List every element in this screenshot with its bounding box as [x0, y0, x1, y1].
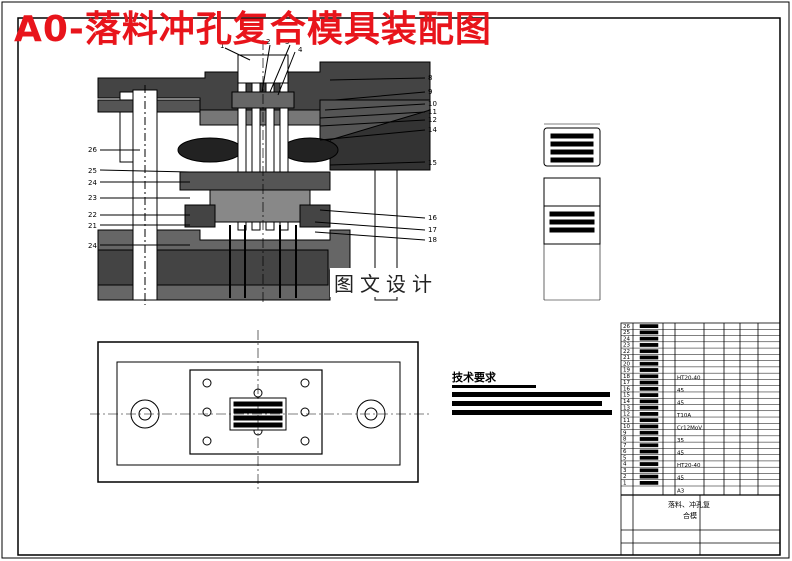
- part-detail-view: [543, 123, 601, 301]
- svg-text:24: 24: [88, 179, 97, 187]
- bom-row-number: 18: [623, 374, 630, 380]
- bom-material: 35: [677, 438, 684, 444]
- bom-material: Cr12MoV: [677, 426, 702, 432]
- svg-text:21: 21: [88, 222, 97, 230]
- svg-text:9: 9: [428, 88, 432, 96]
- svg-text:10: 10: [428, 100, 437, 108]
- bom-row-number: 23: [623, 343, 630, 349]
- bom-row-name: [639, 455, 659, 460]
- bom-row-name: [639, 374, 659, 379]
- bom-row-number: 6: [623, 449, 627, 455]
- bom-rows: 2625242322212019181716151413121110987654…: [621, 324, 780, 494]
- bom-material: A3: [677, 488, 685, 494]
- svg-text:4: 4: [298, 46, 303, 54]
- bom-material: HT20-40: [677, 463, 701, 469]
- bom-row-name: [639, 330, 659, 335]
- bom-material: 45: [677, 388, 684, 394]
- bom-row-name: [639, 468, 659, 473]
- bom-table: [620, 322, 781, 556]
- bom-row-name: [639, 443, 659, 448]
- bom-row-name: [639, 437, 659, 441]
- svg-text:14: 14: [428, 126, 437, 134]
- bom-row-number: 17: [623, 380, 630, 386]
- bom-row-number: 11: [623, 418, 630, 424]
- svg-text:26: 26: [88, 146, 97, 154]
- bom-row-name: [639, 361, 659, 366]
- bom-row-name: [639, 336, 659, 341]
- bom-row-name: [639, 368, 659, 372]
- svg-text:23: 23: [88, 194, 97, 202]
- bom-row-name: [639, 424, 659, 429]
- svg-text:16: 16: [428, 214, 437, 222]
- drawing-border-inner: [17, 17, 781, 556]
- bom-row-number: 21: [623, 355, 630, 361]
- bom-row-number: 7: [623, 443, 627, 449]
- top-view: [90, 330, 430, 492]
- bom-row-name: [639, 386, 659, 391]
- bom-row-number: 19: [623, 368, 630, 374]
- svg-text:17: 17: [428, 226, 437, 234]
- svg-text:1: 1: [220, 42, 224, 50]
- bom-material: 45: [677, 451, 684, 457]
- bom-row-name: [639, 474, 659, 479]
- bom-row-name: [639, 462, 659, 466]
- svg-text:2: 2: [266, 38, 270, 46]
- tech-requirements-lines: [452, 385, 612, 415]
- bom-row-name: [639, 405, 659, 410]
- bom-row-name: [639, 355, 659, 360]
- bom-material: HT20-40: [677, 375, 701, 381]
- svg-text:18: 18: [428, 236, 437, 244]
- svg-text:15: 15: [428, 159, 437, 167]
- bom-row-number: 20: [623, 361, 630, 367]
- watermark-text: 图文设计: [330, 268, 442, 297]
- bom-row-name: [639, 324, 659, 329]
- bom-row-number: 12: [623, 412, 630, 418]
- svg-text:8: 8: [428, 74, 432, 82]
- bom-row-number: 2: [623, 474, 627, 480]
- bom-material: T10A: [676, 413, 691, 419]
- svg-text:3: 3: [285, 38, 289, 46]
- bom-material: 45: [677, 401, 684, 407]
- bom-row-number: 10: [623, 424, 630, 430]
- bom-row-number: 4: [623, 462, 627, 468]
- svg-text:12: 12: [428, 116, 437, 124]
- svg-text:25: 25: [88, 167, 97, 175]
- svg-text:24: 24: [88, 242, 97, 250]
- bom-row-number: 26: [623, 324, 630, 330]
- bom-row-name: [639, 430, 659, 435]
- bom-row-number: 8: [623, 437, 627, 443]
- bom-row-number: 3: [623, 468, 627, 474]
- svg-text:11: 11: [428, 108, 437, 116]
- bom-row-name: [639, 412, 659, 416]
- bom-row-number: 24: [623, 336, 630, 342]
- bom-row-number: 14: [623, 399, 630, 405]
- bom-footer-line1: 落料、冲孔复: [668, 501, 710, 509]
- bom-row-number: 25: [623, 330, 630, 336]
- bom-row-name: [639, 349, 659, 354]
- bom-row-number: 5: [623, 455, 627, 461]
- section-view: [97, 40, 431, 305]
- bom-row-number: 13: [623, 405, 630, 411]
- svg-text:22: 22: [88, 211, 97, 219]
- bom-row-name: [639, 399, 659, 404]
- bom-row-name: [639, 449, 659, 454]
- bom-row-number: 16: [623, 386, 630, 392]
- bom-row-number: 9: [623, 430, 627, 436]
- bom-row-name: [639, 418, 659, 423]
- bom-row-number: 1: [623, 481, 627, 487]
- tech-requirements-title: 技术要求: [452, 371, 496, 384]
- bom-row-name: [639, 480, 659, 485]
- bom-row-number: 22: [623, 349, 630, 355]
- bom-footer-line2: 合模: [683, 512, 697, 520]
- section-callouts: 26 25 24 23 22 21 24 8 9 10 11 12 14 15 …: [88, 38, 437, 250]
- bom-material: 45: [677, 476, 684, 482]
- bom-row-name: [639, 343, 659, 347]
- bom-row-number: 15: [623, 393, 630, 399]
- bom-row-name: [639, 393, 659, 397]
- drawing-title: A0-落料冲孔复合模具装配图: [14, 9, 492, 50]
- bom-row-name: [639, 380, 659, 385]
